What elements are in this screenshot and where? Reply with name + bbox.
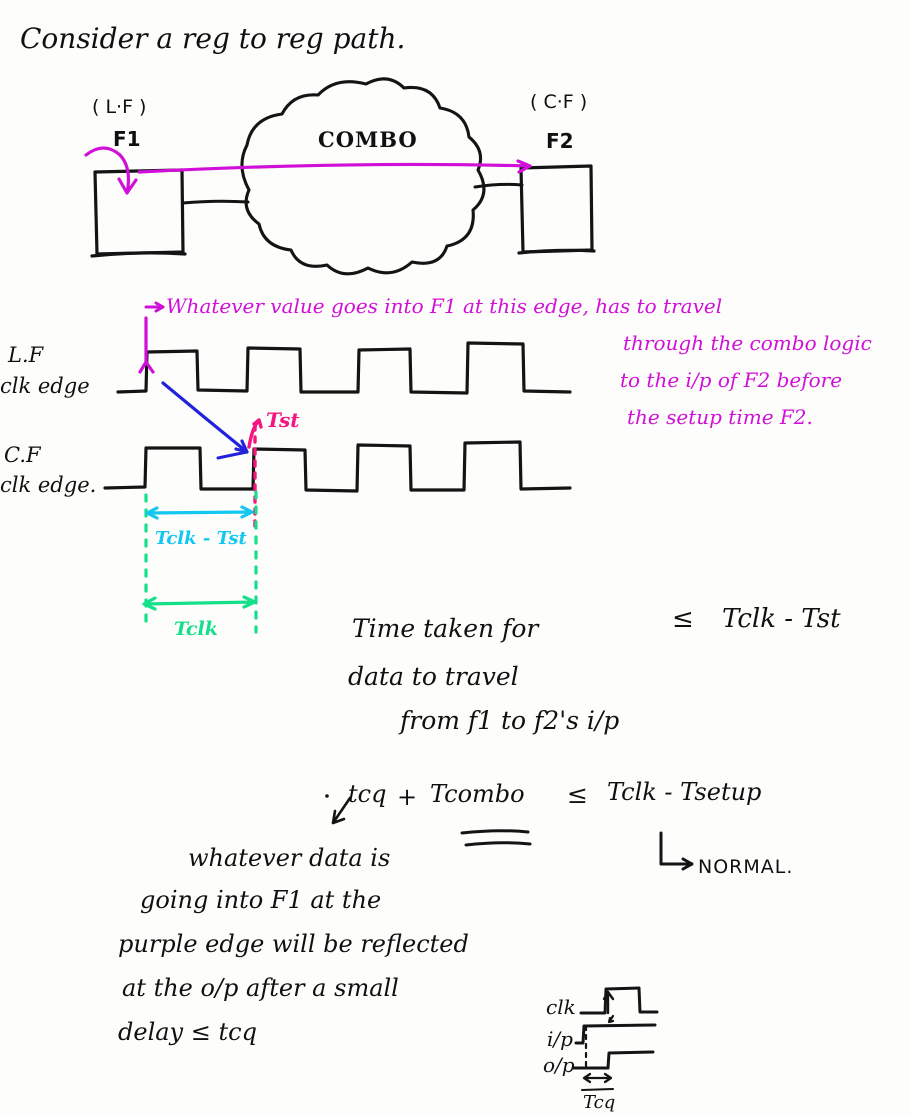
- magenta-note-line-4: the setup time F2.: [627, 405, 813, 429]
- tcq-explain-line-2: going into F1 at the: [140, 886, 381, 914]
- tclk-arrow: [142, 595, 257, 611]
- launch-waveform-label-line2: clk edge: [0, 374, 90, 398]
- inequality-line-1: Time taken for: [352, 614, 540, 643]
- equation-term-tcombo: Tcombo: [430, 780, 525, 808]
- tcq-explain-line-4: at the o/p after a small: [122, 974, 399, 1002]
- wire-combo-to-f2: [473, 182, 524, 189]
- tclk-label: Tclk: [174, 618, 218, 640]
- double-line-mark: [460, 829, 532, 847]
- normal-corner-arrow: [659, 831, 694, 871]
- magenta-note-line-2: through the combo logic: [623, 331, 872, 355]
- inequality-rhs: Tclk - Tst: [722, 604, 841, 634]
- tcq-pointer-arrow: [331, 796, 352, 825]
- inset-tcq-diagram: [572, 986, 659, 1091]
- magenta-note-lead-arrow: [144, 301, 165, 313]
- setup-time-label: Tst: [266, 408, 300, 432]
- tcq-pointer-dot: [325, 794, 329, 798]
- capture-domain-tag: ( C·F ): [530, 91, 587, 113]
- tcq-explain-line-1: whatever data is: [188, 844, 390, 872]
- equation-relation: ≤: [567, 780, 588, 809]
- blue-arrow-tail: [216, 450, 249, 460]
- capture-waveform-label-line2: clk edge.: [0, 473, 96, 497]
- inset-clk-label: clk: [546, 995, 576, 1019]
- magenta-note-line-1: Whatever value goes into F1 at this edge…: [166, 294, 722, 318]
- normal-footnote-label: NORMAL.: [698, 856, 793, 878]
- wire-f1-to-combo: [181, 199, 250, 205]
- equation-plus-sign: +: [397, 783, 417, 811]
- magenta-data-path-arrow: [137, 159, 532, 174]
- tclk-minus-tst-arrow: [145, 505, 254, 520]
- capture-clock-waveform: [103, 440, 572, 493]
- tcq-explain-line-5: delay ≤ tcq: [118, 1018, 257, 1046]
- equation-rhs: Tclk - Tsetup: [607, 778, 761, 806]
- f2-label: F2: [546, 129, 574, 153]
- launch-domain-tag: ( L·F ): [92, 96, 146, 118]
- launch-waveform-label-line1: L.F: [7, 343, 45, 367]
- magenta-note-hook: [138, 316, 155, 374]
- combo-cloud: COMBO: [240, 77, 486, 276]
- equation-term-tcq: tcq: [348, 780, 386, 808]
- inset-tcq-label: Tcq: [583, 1092, 615, 1113]
- tclk-minus-tst-label: Tclk - Tst: [155, 528, 247, 549]
- tcq-explain-line-3: purple edge will be reflected: [118, 930, 469, 958]
- launch-clock-waveform: [116, 341, 572, 395]
- inequality-line-2: data to travel: [348, 662, 519, 691]
- magenta-note-line-3: to the i/p of F2 before: [620, 368, 842, 392]
- magenta-arrow-into-f1: [84, 146, 138, 195]
- f2-register-box: [517, 164, 596, 255]
- inequality-line-3: from f1 to f2's i/p: [398, 706, 619, 735]
- page-title: Consider a reg to reg path.: [20, 22, 405, 55]
- inset-op-label: o/p: [543, 1053, 575, 1077]
- inset-ip-label: i/p: [547, 1027, 573, 1051]
- f1-label: F1: [113, 127, 141, 151]
- combo-cloud-label: COMBO: [318, 127, 418, 152]
- inequality-relation: ≤: [672, 604, 694, 634]
- capture-waveform-label-line1: C.F: [4, 443, 42, 467]
